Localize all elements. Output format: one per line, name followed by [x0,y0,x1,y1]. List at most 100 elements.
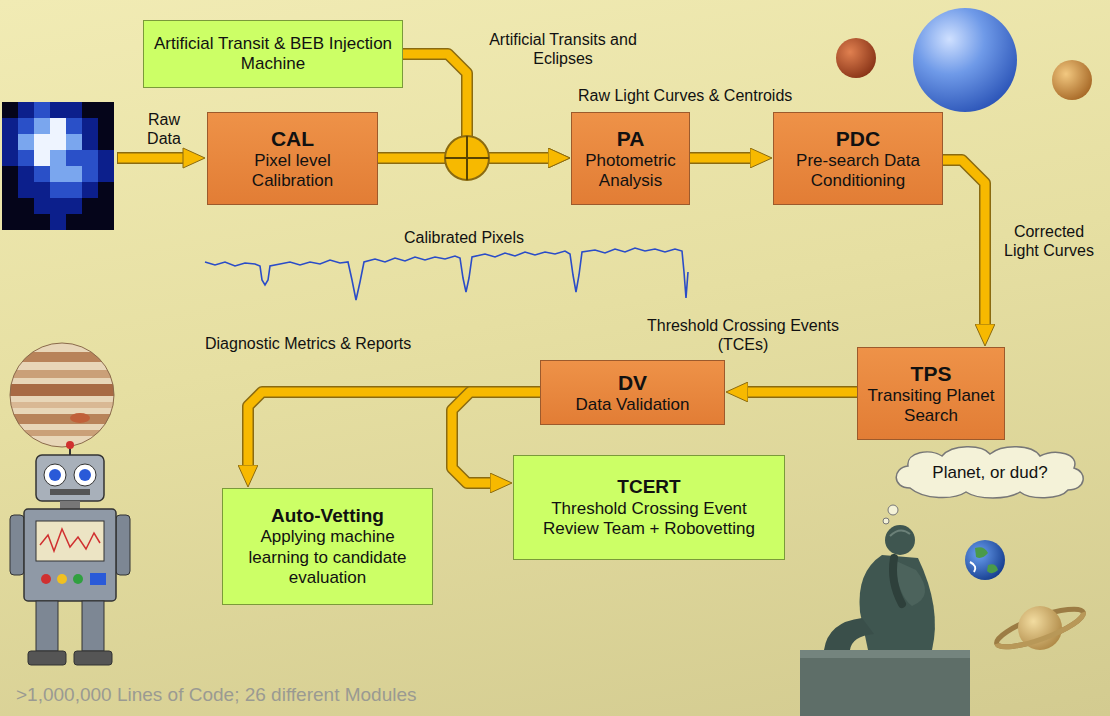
box-heading: DV [618,370,647,395]
flow-label: Raw Light Curves & Centroids [578,86,792,105]
raw-pixel-image-part [66,134,82,150]
raw-pixel-image-part [50,166,66,182]
raw-pixel-image-part [66,118,82,134]
robot-part [60,501,80,509]
raw-pixel-image [2,102,114,230]
raw-data-arrow-part [183,148,205,168]
jupiter-outline [10,343,114,447]
raw-pixel-image-part [18,166,34,182]
robot-part [44,464,66,486]
robot-part [28,651,66,665]
module-box: DVData Validation [540,360,725,425]
jupiter-part [8,414,118,424]
flow-label: Artificial Transits and Eclipses [488,30,638,68]
box-text: Planet, or dud? [932,463,1047,483]
robot-part [79,469,91,481]
flow-label: Threshold Crossing Events (TCEs) [636,316,850,354]
cloud-shape [896,447,1083,498]
raw-pixel-image-part [50,134,66,150]
arrow-outline [248,392,540,466]
robot-part [116,515,130,575]
flow-arrow [747,392,857,393]
robot-part [90,573,106,585]
raw-data-arrow-part [118,154,185,163]
raw-pixel-image-part [18,102,34,118]
box-heading: TPS [911,361,952,386]
raw-pixel-image-part [66,150,82,166]
arrow-shaft [747,388,857,397]
raw-pixel-image-part [34,134,50,150]
module-box: PAPhotometric Analysis [571,112,690,205]
raw-pixel-image-part [34,166,50,182]
thinker-statue-part [800,650,970,658]
robot-part [74,651,112,665]
venus [1052,60,1092,100]
robot [10,441,130,665]
box-text: Pre-search Data Conditioning [782,151,934,192]
raw-pixel-image-part [82,166,98,182]
raw-pixel-image-part [18,134,34,150]
thinker-statue-part [893,558,902,604]
raw-pixel-image-part [50,182,66,198]
robot-part [66,441,74,449]
raw-pixel-image-part [34,182,50,198]
box-heading: PDC [836,126,880,151]
jupiter-part [8,370,118,378]
box-heading: PA [617,126,645,151]
process-box: Artificial Transit & BEB Injection Machi… [143,20,403,88]
arrow-shaft [943,160,985,325]
raw-pixel-image-part [34,118,50,134]
summing-junction-part [466,136,468,180]
raw-pixel-image-part [34,102,50,118]
light-curve [205,248,688,300]
raw-data-arrow [117,148,205,168]
raw-pixel-image-part [34,198,50,214]
arrow-outline [943,160,985,325]
box-text: Pixel level Calibration [216,151,369,192]
raw-pixel-image-part [82,134,98,150]
footer-note: >1,000,000 Lines of Code; 26 different M… [16,684,417,707]
jupiter [8,340,118,452]
raw-pixel-image-part [2,118,18,134]
robot-part [57,574,67,584]
raw-pixel-image-part [50,150,66,166]
robot-part [49,469,61,481]
saturn-part [993,602,1087,654]
robot-part [36,455,104,501]
earth-part [965,540,1005,580]
jupiter-part [8,402,118,408]
robot-part [50,489,90,495]
raw-pixel-image-part [66,198,82,214]
flow-label: Corrected Light Curves [997,222,1101,260]
module-box: TPSTransiting Planet Search [857,347,1005,440]
box-text: Applying machine learning to candidate e… [231,527,424,588]
box-text: Photometric Analysis [580,151,681,192]
earth-part [987,564,998,573]
earth-part [975,547,988,558]
raw-pixel-image-part [50,102,66,118]
raw-pixel-image-part [82,182,98,198]
process-box: Auto-VettingApplying machine learning to… [222,488,433,605]
box-heading: CAL [271,126,314,151]
robot-part [82,601,104,651]
process-box: TCERTThreshold Crossing Event Review Tea… [513,455,785,560]
module-box: PDCPre-search Data Conditioning [773,112,943,205]
box-text: Artificial Transit & BEB Injection Machi… [152,34,394,75]
thought-dot [883,518,889,524]
flow-label: Calibrated Pixels [404,228,524,247]
robot-part [73,574,83,584]
raw-data-arrow-part [117,152,185,164]
robot-part [36,521,104,561]
module-box: CALPixel level Calibration [207,112,378,205]
robot-part [41,574,51,584]
raw-pixel-image-part [66,166,82,182]
raw-pixel-image-part [50,198,66,214]
thinker-statue-part [885,525,915,555]
saturn-part [997,612,1087,654]
arrow-shaft [690,154,751,163]
robot-part [24,509,116,601]
neptune [913,8,1017,112]
robot-part [10,515,24,575]
robot-part [74,464,96,486]
